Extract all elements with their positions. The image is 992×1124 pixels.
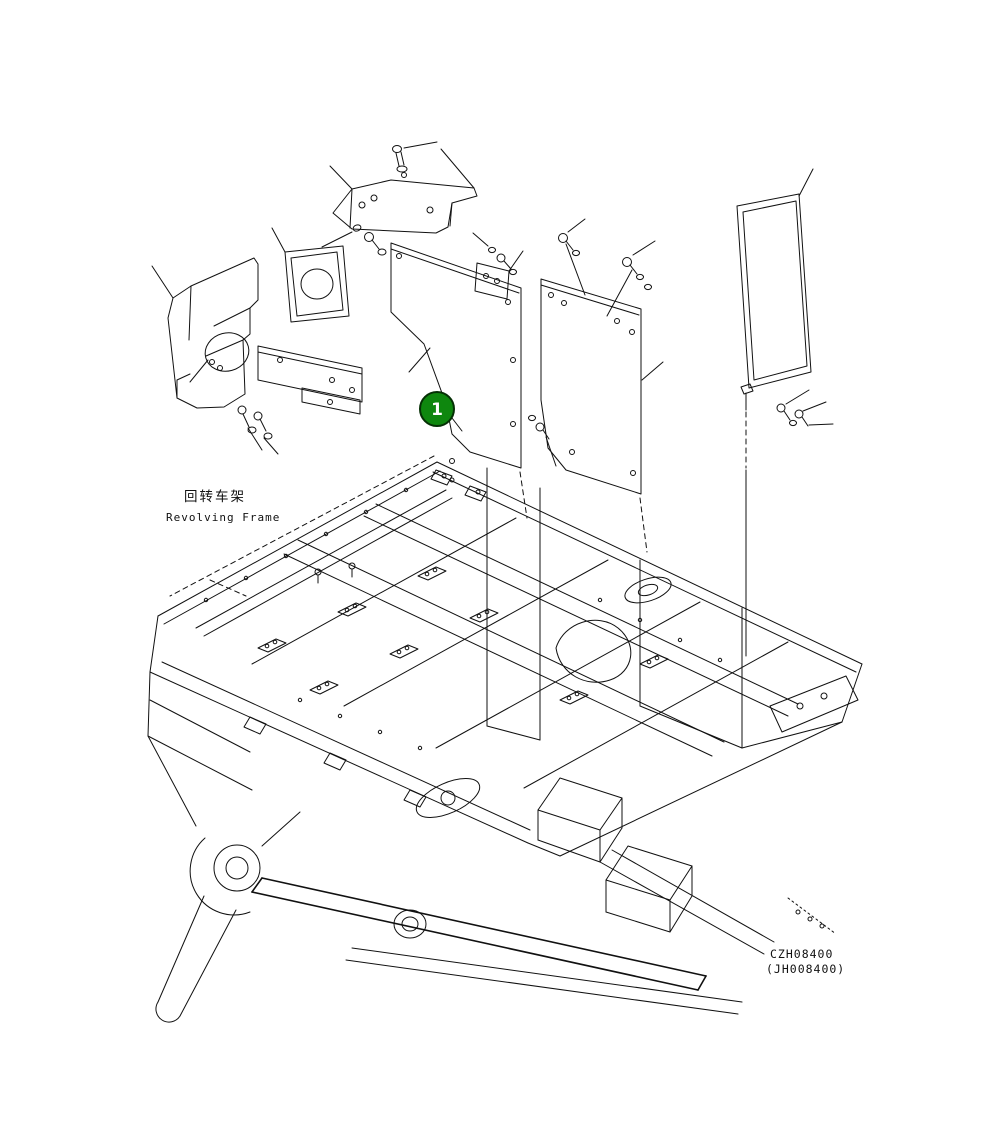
support-box-1 (537, 777, 623, 863)
part-small-plate (474, 250, 524, 300)
part-left-cover (151, 257, 259, 409)
balloon-1-number: 1 (431, 400, 443, 420)
support-box-2 (605, 845, 693, 933)
deck-bosses (257, 566, 669, 705)
fastener-group-top (392, 141, 438, 178)
fastener-group-under-panel (528, 414, 557, 467)
fastener-stack-1 (472, 232, 517, 276)
fastener-stack-3 (606, 240, 656, 317)
fastener-stack-2 (558, 218, 586, 296)
callout-balloon-1[interactable] (419, 391, 463, 432)
fastener-group-bracket (321, 224, 387, 256)
fastener-group-right (740, 383, 834, 427)
deck-bolt-holes (203, 487, 723, 751)
exploded-parts (151, 141, 834, 597)
fastener-group-left (237, 405, 279, 455)
part-center-panel (390, 242, 522, 469)
boom-foot-boss (155, 837, 261, 1023)
balloon-1-circle[interactable] (419, 391, 455, 427)
frame-label-en: Revolving Frame (166, 511, 280, 524)
part-square-plate (271, 227, 350, 323)
bottom-beam (251, 877, 707, 991)
revolving-frame-drawing (147, 458, 863, 1023)
part-far-right-panel (736, 168, 814, 389)
drawing-code-line1: CZH08400 (770, 947, 833, 961)
drawing-code-line2: (JH008400) (766, 962, 845, 976)
projection-lines (169, 411, 747, 597)
frame-label-zh: 回转车架 (184, 488, 246, 505)
part-top-bracket (329, 148, 478, 234)
part-strip-cover (257, 345, 363, 415)
part-right-panel (540, 278, 664, 495)
